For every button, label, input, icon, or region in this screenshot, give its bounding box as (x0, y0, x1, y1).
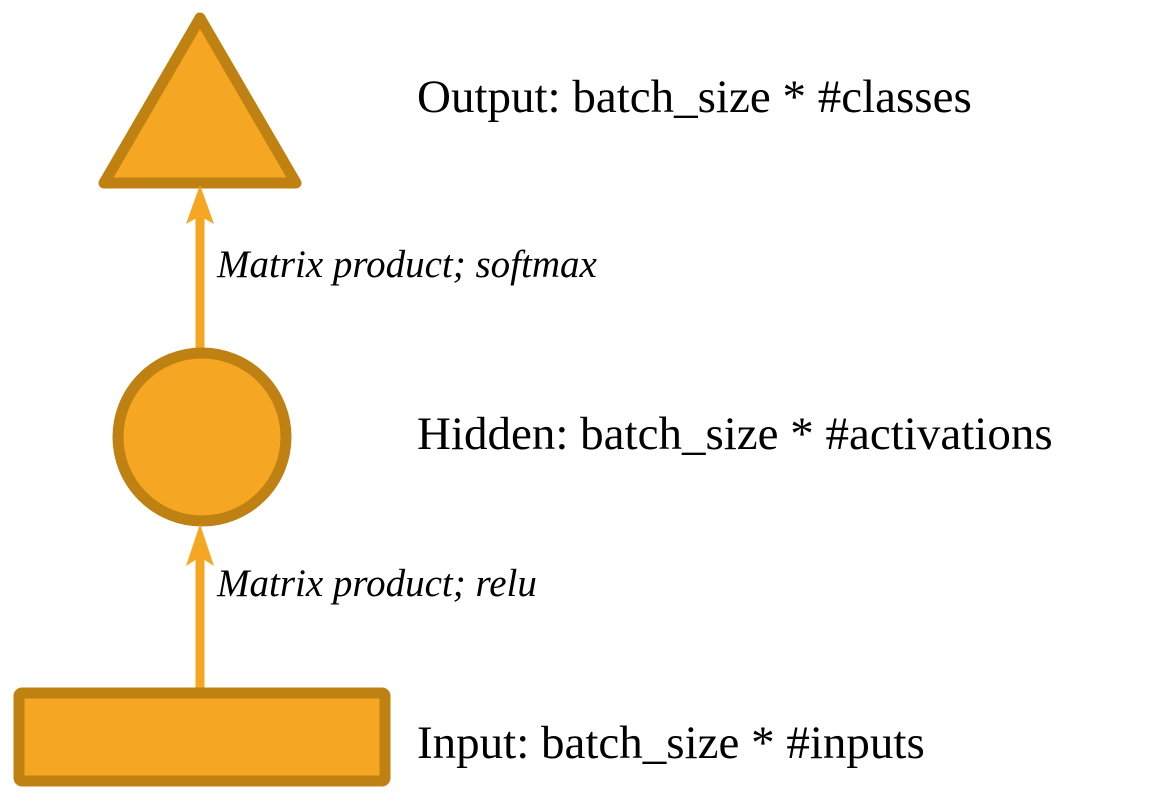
arrow-hidden-to-output[interactable] (186, 185, 214, 348)
arrow-head-top-icon (186, 185, 214, 224)
hidden-layer-label: Hidden: batch_size * #activations (417, 408, 1053, 460)
arrow-input-to-hidden[interactable] (186, 524, 214, 690)
arrow-head-bottom-icon (186, 524, 214, 566)
circle-node-icon[interactable] (112, 347, 292, 527)
input-layer-label: Input: batch_size * #inputs (417, 717, 925, 769)
rectangle-node-icon[interactable] (13, 687, 391, 787)
edge-label-input-to-hidden: Matrix product; relu (217, 562, 537, 605)
edge-label-hidden-to-output: Matrix product; softmax (217, 243, 597, 286)
triangle-node-icon[interactable] (98, 12, 302, 189)
output-layer-label: Output: batch_size * #classes (417, 71, 972, 123)
